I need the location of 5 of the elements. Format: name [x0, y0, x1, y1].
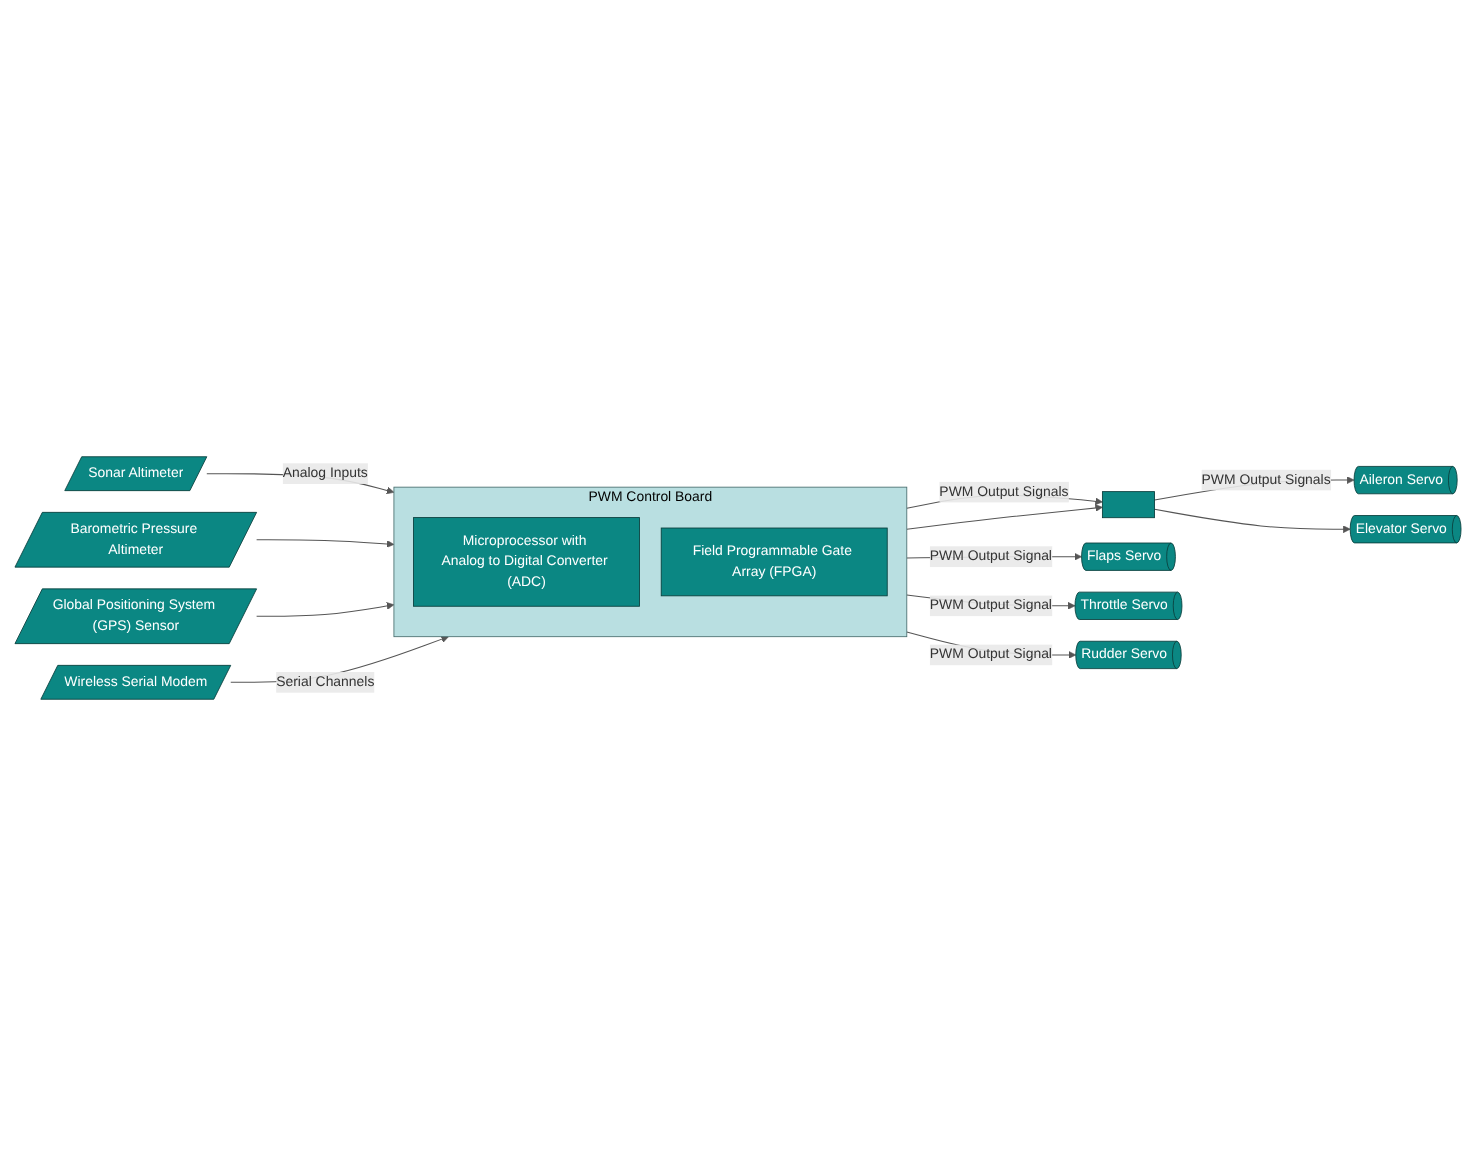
arrow — [1154, 507, 1351, 533]
node-box — [1101, 490, 1155, 518]
arrow — [256, 601, 395, 616]
arrow — [906, 503, 1103, 529]
arrow — [256, 538, 395, 547]
